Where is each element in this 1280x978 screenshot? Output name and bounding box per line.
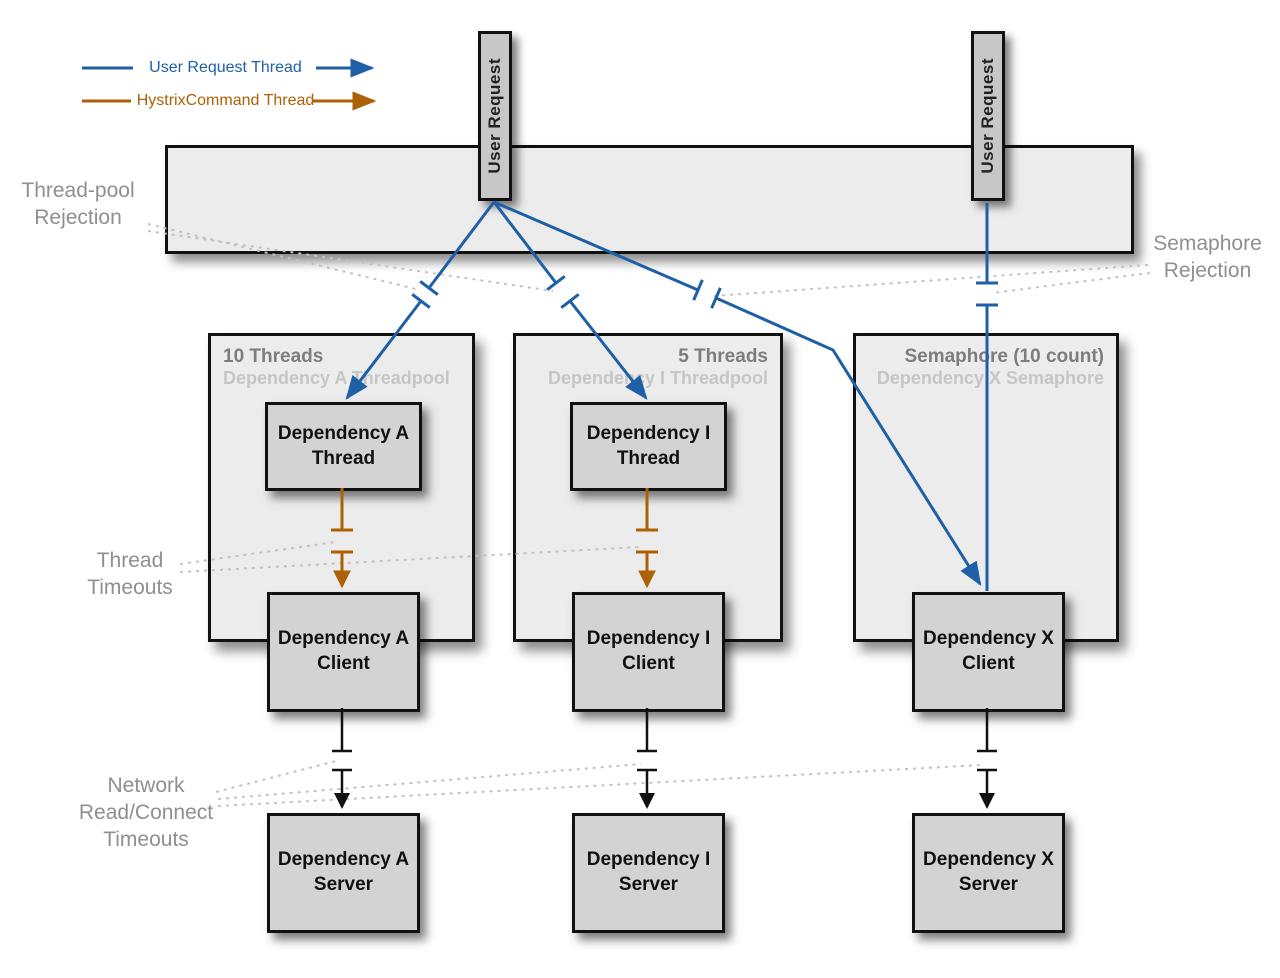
threadpool-a-subtitle: Dependency A Threadpool <box>223 367 450 388</box>
threadpool-i-subtitle: Dependency I Threadpool <box>547 367 768 388</box>
user-request-right-label: User Request <box>978 58 997 174</box>
threadpool-i-title: 5 Threads <box>678 346 768 367</box>
user-request-left: User Request <box>478 31 512 201</box>
network-lines <box>332 708 997 810</box>
legend-hystrix-command-thread-label: HystrixCommand Thread <box>136 92 315 109</box>
user-request-right: User Request <box>971 31 1005 201</box>
semaphore-x-title: Semaphore (10 count) <box>904 346 1104 367</box>
user-request-left-label: User Request <box>485 58 504 174</box>
threadpool-a-title: 10 Threads <box>223 346 324 367</box>
dependency-i-client-box: Dependency I Client <box>572 592 725 712</box>
dependency-x-client-box: Dependency X Client <box>912 592 1065 712</box>
dependency-i-server-box: Dependency I Server <box>572 813 725 933</box>
thread-timeouts-label: Thread Timeouts <box>87 549 173 599</box>
dependency-a-client-box: Dependency A Client <box>267 592 420 712</box>
semaphore-rejection-label: Semaphore Rejection <box>1153 232 1262 282</box>
legend-user-request-thread-label: User Request Thread <box>149 59 302 76</box>
dependency-x-server-box: Dependency X Server <box>912 813 1065 933</box>
dependency-i-thread-box: Dependency I Thread <box>570 402 727 491</box>
dependency-a-server-box: Dependency A Server <box>267 813 420 933</box>
semaphore-x-subtitle: Dependency X Semaphore <box>876 367 1104 388</box>
network-timeouts-label: Network Read/Connect Timeouts <box>78 774 214 851</box>
dependency-a-thread-box: Dependency A Thread <box>265 402 422 491</box>
threadpool-rejection-label: Thread-pool Rejection <box>21 179 135 229</box>
